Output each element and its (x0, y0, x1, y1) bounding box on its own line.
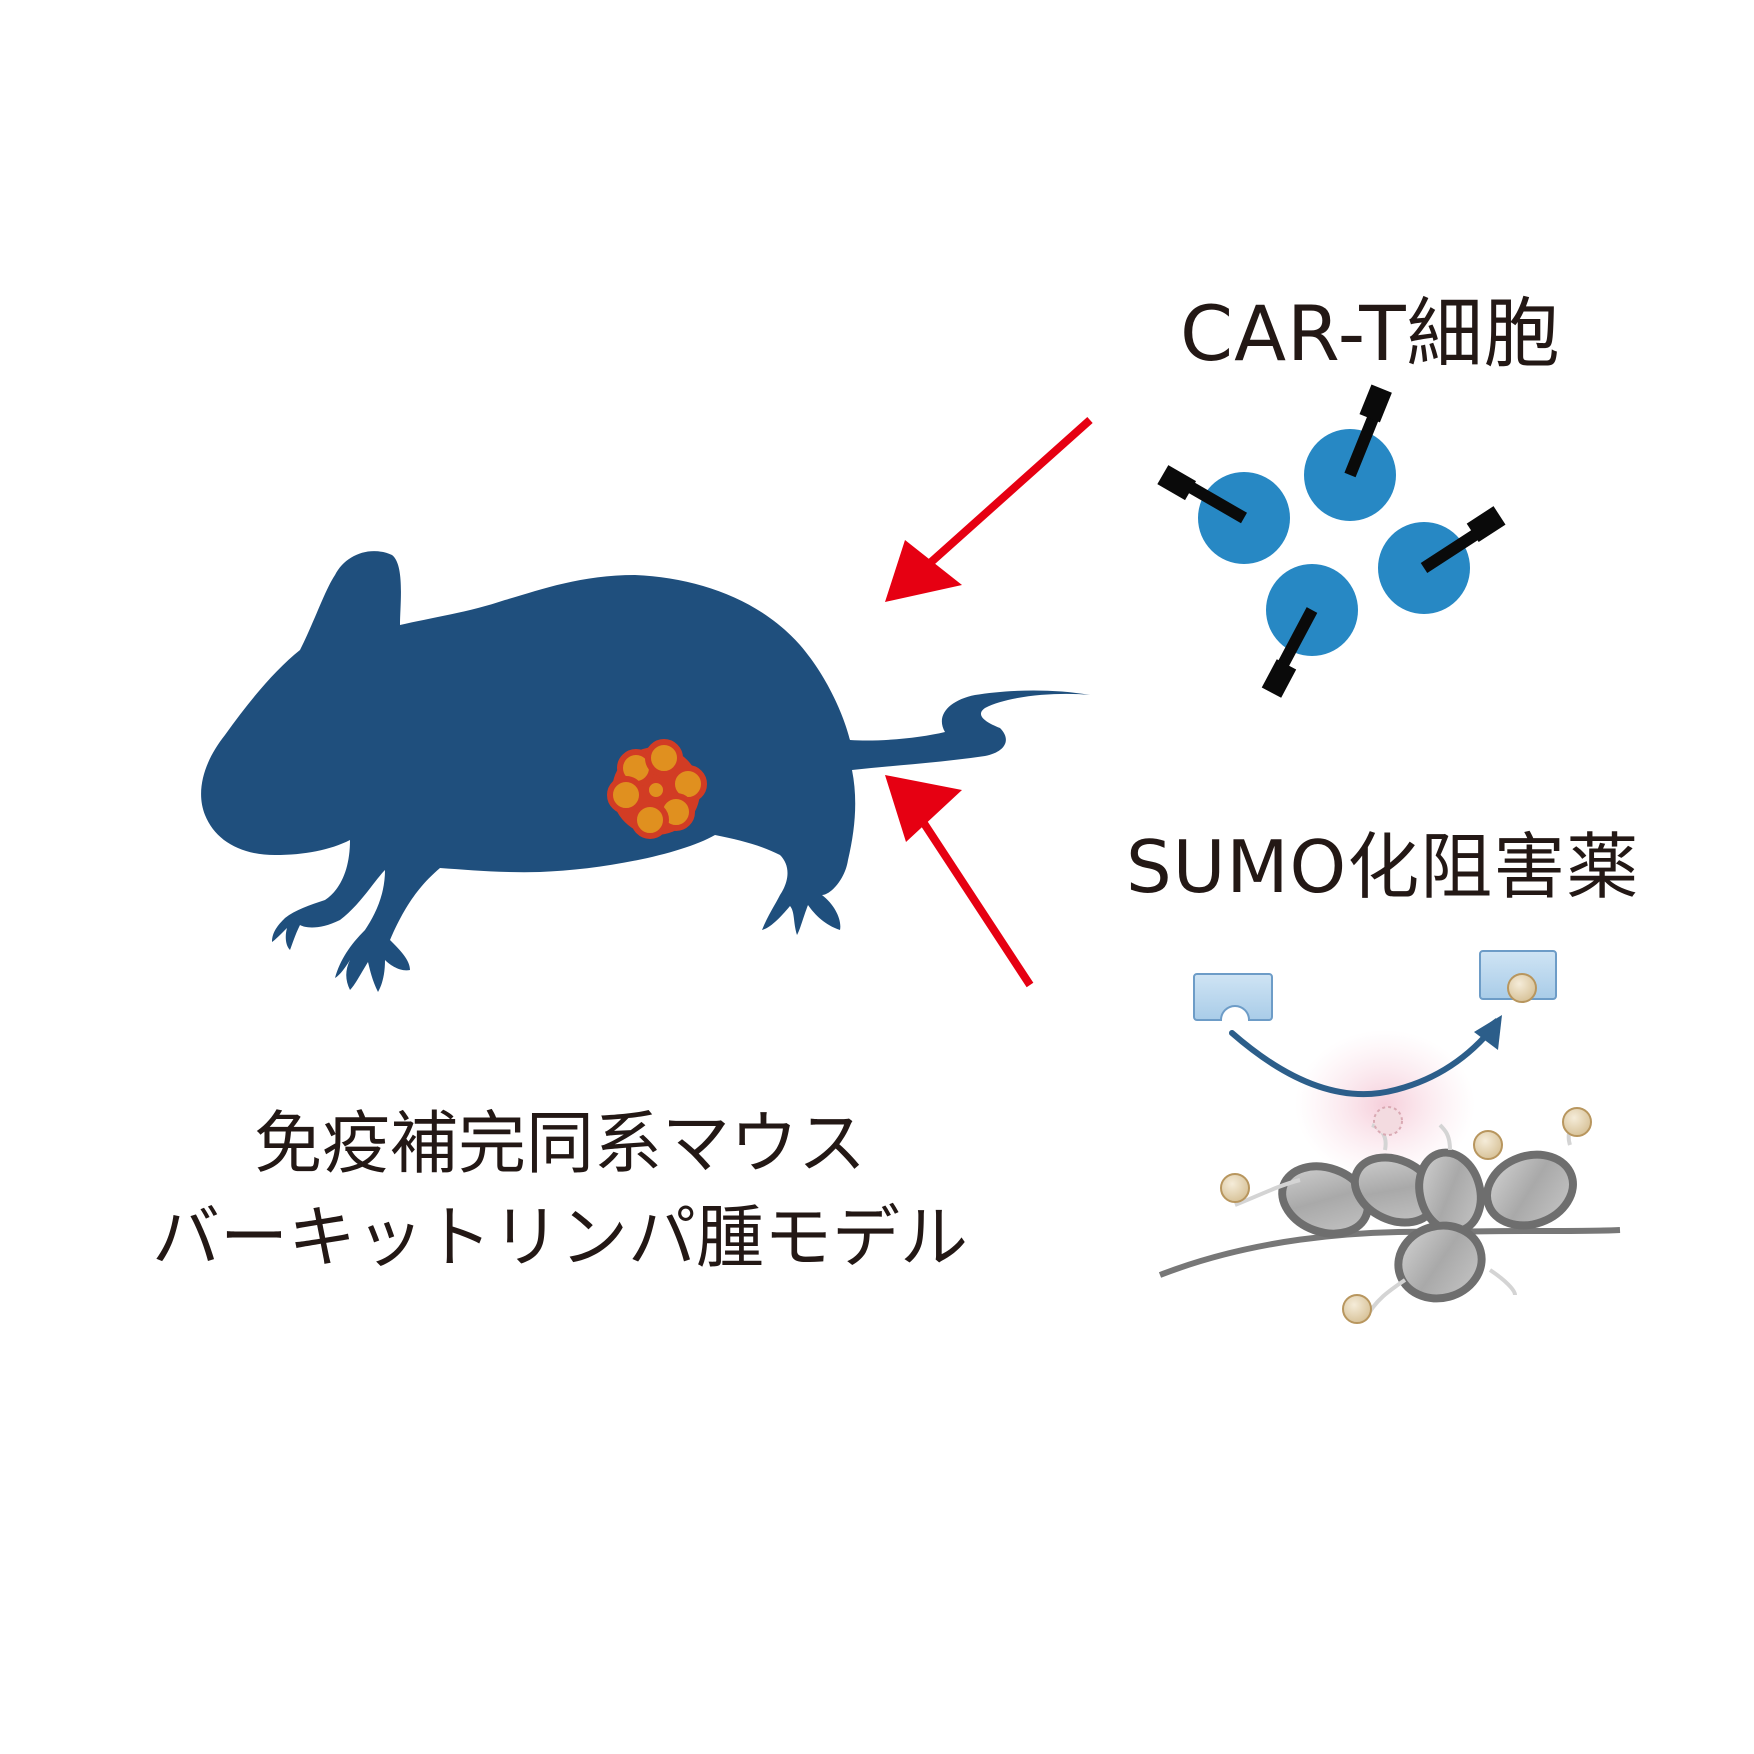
red-arrow-icon (885, 775, 1034, 988)
car-t-cell-label: CAR-T細胞 (1180, 289, 1561, 378)
mouse-model-caption-line1: 免疫補完同系マウス (253, 1105, 866, 1184)
nucleosome-chromatin-icon (1158, 1106, 1621, 1324)
tumor-icon (607, 739, 707, 839)
car-t-cell-icon (1304, 384, 1396, 521)
sumo-inhibitor-label: SUMO化阻害薬 (1126, 825, 1640, 909)
car-t-cell-icon (1157, 465, 1290, 564)
red-arrow-icon (885, 417, 1093, 602)
sumo-enzyme-icon (1193, 950, 1557, 1180)
mouse-model-caption: 免疫補完同系マウス バーキットリンパ腫モデル (60, 1098, 1060, 1286)
mouse-model-caption-line2: バーキットリンパ腫モデル (151, 1199, 968, 1278)
car-t-cell-icon (1378, 506, 1506, 614)
car-t-cell-icon (1261, 564, 1358, 698)
